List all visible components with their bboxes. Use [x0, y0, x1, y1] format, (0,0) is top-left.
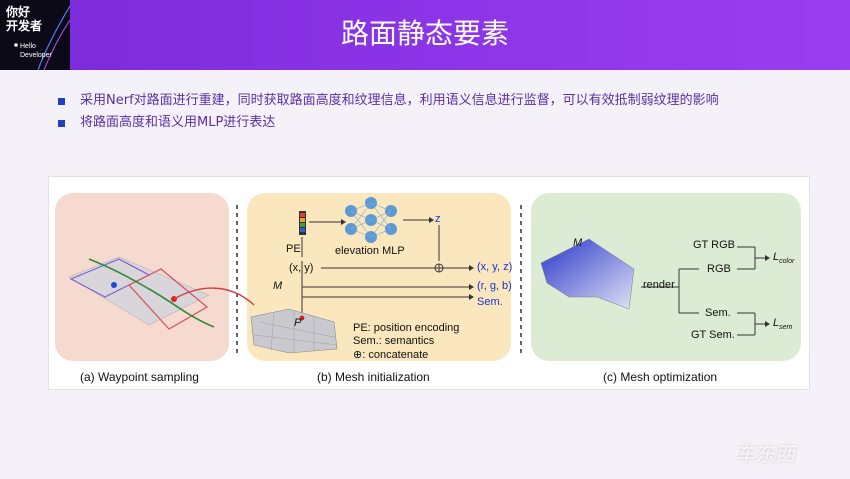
label-rgb: (r, g, b) — [477, 280, 512, 292]
label-z: z — [435, 213, 441, 225]
mesh-initialization-graphic — [250, 197, 474, 354]
label-l-sem: Lsem — [773, 317, 792, 331]
logo-en-line2: Developer — [20, 52, 52, 59]
logo: 你好 开发者 Hello Developer — [0, 0, 70, 70]
label-gt-sem: GT Sem. — [691, 329, 735, 341]
bullet-square-icon — [58, 98, 65, 105]
label-sem: Sem. — [477, 296, 503, 308]
page-title: 路面静态要素 — [340, 17, 509, 50]
mesh-optimization-graphic — [540, 238, 770, 336]
waypoint-sampling-graphic — [68, 256, 255, 330]
bullet-square-icon — [58, 120, 65, 127]
label-render: render — [643, 279, 675, 291]
l-color-main: L — [773, 251, 780, 263]
label-p: P — [294, 317, 302, 329]
label-xyz: (x, y, z) — [477, 261, 513, 273]
label-pe: PE — [286, 243, 301, 255]
l-color-sub: color — [779, 258, 795, 266]
figure-graphics — [55, 193, 801, 361]
legend-pe: PE: position encoding — [353, 322, 460, 334]
caption-c: (c) Mesh optimization — [603, 370, 718, 384]
figure: (a) Waypoint sampling (b) Mesh initializ… — [48, 176, 810, 390]
logo-cn-line1: 你好 — [6, 5, 31, 19]
label-l-color: Lcolor — [773, 251, 794, 265]
legend-concat: ⊕: concatenate — [353, 349, 429, 361]
watermark: 车东西 — [735, 442, 795, 466]
label-m: M — [273, 280, 283, 292]
l-sem-main: L — [773, 317, 780, 329]
bullet-text: 采用Nerf对路面进行重建，同时获取路面高度和纹理信息，利用语义信息进行监督，可… — [80, 93, 719, 108]
logo-swoosh-icon — [14, 5, 70, 70]
label-m-c: M — [573, 237, 583, 249]
logo-en-text: Hello Developer — [20, 42, 52, 60]
label-gt-rgb: GT RGB — [693, 239, 735, 251]
label-xy: (x, y) — [289, 262, 314, 274]
legend-sem: Sem.: semantics — [353, 335, 435, 347]
caption-b: (b) Mesh initialization — [317, 370, 430, 384]
label-elevation-mlp: elevation MLP — [335, 245, 405, 257]
bullet-text: 将路面高度和语义用MLP进行表达 — [80, 115, 276, 130]
panel-c-bg — [531, 193, 801, 361]
label-rgb-c: RGB — [707, 263, 731, 275]
label-sem-c: Sem. — [705, 307, 731, 319]
caption-a: (a) Waypoint sampling — [80, 370, 199, 384]
logo-en-line1: Hello — [20, 43, 36, 50]
logo-cn-line2: 开发者 — [6, 19, 43, 33]
logo-cn-text: 你好 开发者 — [6, 5, 42, 33]
header-bar: 你好 开发者 Hello Developer 路面静态要素 — [0, 0, 850, 70]
l-sem-sub: sem — [779, 324, 793, 332]
